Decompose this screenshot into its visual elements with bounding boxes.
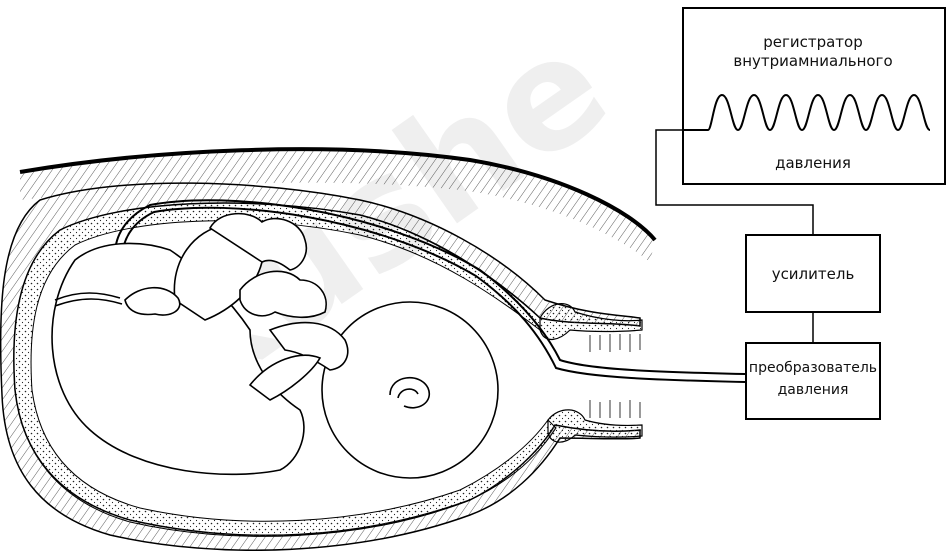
transducer-label-1: преобразователь [749,360,877,376]
recorder-box: регистратор внутриамниального давления [683,8,945,184]
transducer-box: преобразователь давления [746,343,880,419]
recorder-label-2: внутриамниального [733,52,892,70]
cervix-upper [540,304,642,340]
transducer-label-2: давления [778,382,849,398]
amplifier-box: усилитель [746,235,880,312]
recorder-label-1: регистратор [763,33,863,51]
amplifier-label: усилитель [772,265,855,283]
recorder-label-3: давления [775,154,851,172]
